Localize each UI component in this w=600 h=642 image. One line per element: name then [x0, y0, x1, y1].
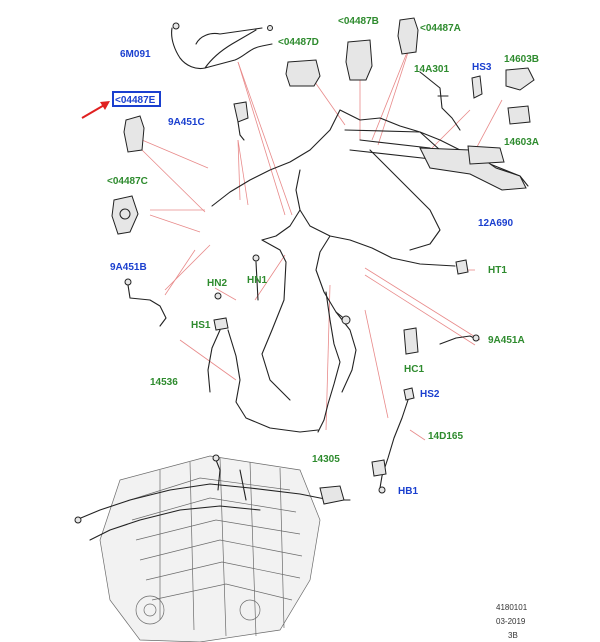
part-9a451a — [439, 335, 479, 345]
label-6m091: 6M091 — [120, 49, 151, 60]
part-hn2 — [214, 292, 222, 300]
part-14a301 — [419, 71, 461, 131]
part-hc1 — [403, 327, 419, 355]
part-9a451c — [233, 101, 249, 123]
part-hs2 — [403, 387, 415, 401]
leader-lines — [141, 39, 503, 441]
part-ht1 — [455, 259, 469, 275]
part-14d165 — [379, 399, 409, 489]
footer-ref: 4180101 — [496, 603, 528, 612]
label-9a451a: 9A451A — [488, 335, 525, 346]
label-04487b: <04487B — [338, 16, 379, 27]
part-12a690 — [211, 109, 529, 321]
label-ht1: HT1 — [488, 265, 507, 276]
part-hb1 — [378, 486, 386, 494]
label-14603b: 14603B — [504, 54, 539, 65]
footer-date: 03-2019 — [496, 617, 526, 626]
label-14a301: 14A301 — [414, 64, 449, 75]
label-14536: 14536 — [150, 377, 178, 388]
label-04487c: <04487C — [107, 176, 148, 187]
label-hs2: HS2 — [420, 389, 440, 400]
label-04487d: <04487D — [278, 37, 319, 48]
part-04487a — [397, 17, 419, 55]
part-9a451b — [127, 284, 167, 327]
part-14603b — [505, 67, 535, 91]
label-14d165: 14D165 — [428, 431, 463, 442]
label-hs3: HS3 — [472, 62, 492, 73]
label-hb1: HB1 — [398, 486, 418, 497]
callout-labels: 6M091 <04487E 9A451C <04487C 9A451B <044… — [107, 16, 539, 497]
label-04487a: <04487A — [420, 23, 461, 34]
pointer-arrow — [81, 101, 110, 119]
engine-illustration — [74, 454, 351, 642]
label-14603a: 14603A — [504, 137, 539, 148]
label-hc1: HC1 — [404, 364, 424, 375]
part-hs3 — [471, 75, 483, 99]
label-hs1: HS1 — [191, 320, 211, 331]
part-hn1 — [252, 254, 260, 262]
part-hs1 — [213, 317, 229, 331]
part-04487e — [123, 115, 145, 153]
label-hn2: HN2 — [207, 278, 227, 289]
label-hn1: HN1 — [247, 275, 267, 286]
label-04487e: <04487E — [115, 95, 156, 106]
part-04487d — [285, 59, 321, 87]
part-14536 — [207, 329, 319, 433]
highlight-box — [112, 91, 161, 107]
label-14305: 14305 — [312, 454, 340, 465]
part-04487b — [345, 39, 373, 81]
label-9a451b: 9A451B — [110, 262, 147, 273]
label-12a690: 12A690 — [478, 218, 513, 229]
part-14305 — [317, 291, 357, 433]
footer-page: 3B — [508, 631, 518, 640]
diagram-footer: 4180101 03-2019 3B — [496, 603, 528, 640]
part-14603a — [507, 105, 531, 125]
harness-parts — [111, 17, 535, 494]
label-9a451c: 9A451C — [168, 117, 205, 128]
part-6m091 — [171, 27, 273, 70]
